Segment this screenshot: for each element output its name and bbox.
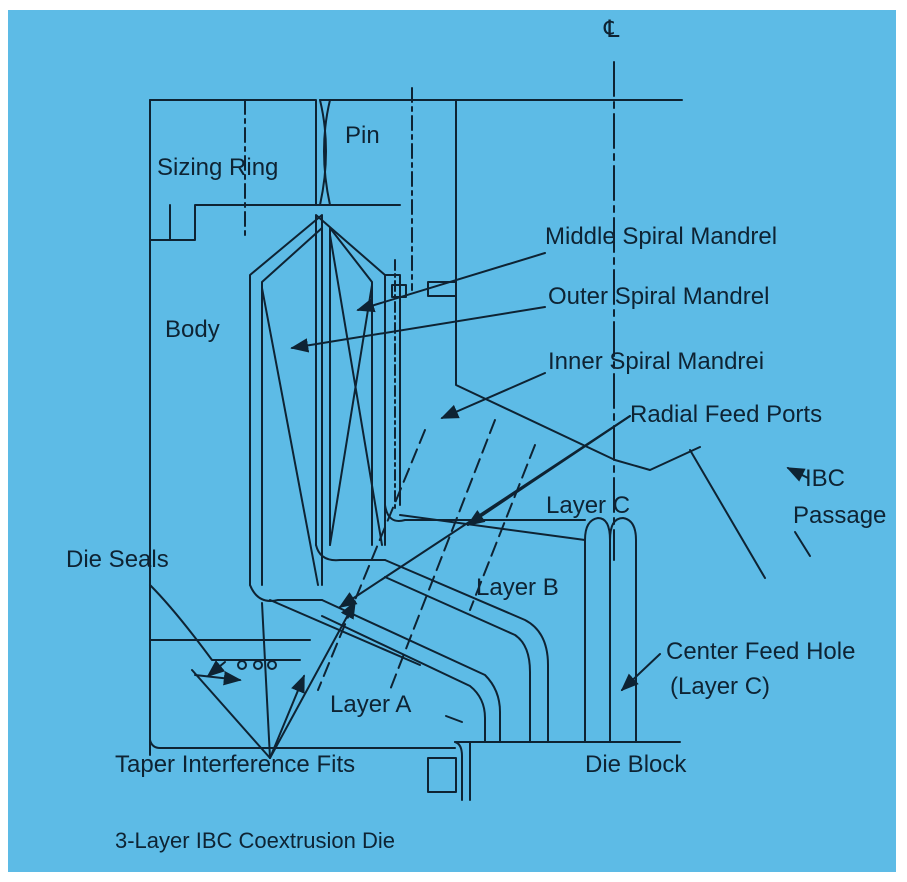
label-center-feed-hole: Center Feed Hole	[666, 638, 856, 665]
die-block-bolt	[427, 757, 457, 793]
pin-outline	[319, 99, 327, 206]
inner-mandrel	[384, 274, 401, 506]
layer-a-channel-inner	[321, 615, 486, 743]
label-outer-spiral-mandrel: Outer Spiral Mandrel	[548, 283, 770, 310]
label-layer-c: Layer C	[546, 492, 631, 519]
leader-ibc-passage	[689, 449, 766, 579]
figure-caption: 3-Layer IBC Coextrusion Die	[115, 828, 396, 853]
centerline-symbol: ℄	[604, 16, 620, 43]
inner-feed-line	[269, 599, 421, 666]
feed-port-dashed	[469, 444, 536, 611]
inner-mandrel-foot	[384, 504, 586, 522]
label-center-feed-hole-sub: (Layer C)	[670, 673, 771, 700]
leader-taper-4	[261, 602, 271, 759]
die-bottom-edge	[149, 739, 456, 749]
label-body: Body	[165, 316, 220, 343]
leader-outer-spiral-mandrel	[290, 306, 546, 353]
die-seal	[237, 660, 247, 670]
leader-center-feed-hole	[620, 653, 661, 692]
spiral-groove	[329, 284, 373, 546]
die-seal	[253, 660, 263, 670]
label-ibc: IBC	[805, 465, 846, 492]
feed-port-dashed	[317, 429, 426, 691]
spiral-groove	[261, 287, 319, 586]
label-taper-interference-fits: Taper Interference Fits	[115, 751, 356, 778]
leader-inner-spiral-mandrel	[440, 372, 546, 419]
label-layer-a: Layer A	[330, 691, 412, 718]
leader-middle-spiral-mandrel	[356, 252, 546, 313]
leader-die-seals-1	[194, 671, 242, 686]
leader-radial-feed-ports-2	[338, 415, 631, 608]
layer-b-channel	[384, 559, 549, 743]
layer-a-channel	[321, 599, 501, 743]
label-sizing-ring: Sizing Ring	[157, 154, 279, 181]
outer-mandrel	[249, 214, 323, 586]
label-pin: Pin	[345, 122, 380, 149]
label-die-seals: Die Seals	[66, 546, 169, 573]
leader-layer-a	[445, 715, 463, 723]
label-radial-feed-ports: Radial Feed Ports	[630, 401, 823, 428]
leader-ibc-tail	[794, 531, 811, 557]
die-block	[454, 741, 463, 801]
feed-port-dashed	[389, 419, 496, 691]
leader-taper-2	[269, 674, 305, 759]
label-passage: Passage	[793, 502, 887, 529]
outer-mandrel-inner	[261, 227, 323, 586]
label-inner-spiral-mandrel: Inner Spiral Mandrei	[548, 348, 765, 375]
die-seal-region	[149, 584, 301, 661]
label-die-block: Die Block	[585, 751, 687, 778]
leader-taper-3	[269, 600, 356, 759]
middle-mandrel-inner	[329, 227, 373, 546]
layer-b-channel-inner	[384, 576, 531, 743]
leader-taper-1	[191, 669, 271, 759]
die-seal	[267, 660, 277, 670]
pin-outline-inner	[323, 99, 331, 206]
diagram-background	[8, 10, 896, 872]
outer-mandrel-foot	[249, 584, 323, 602]
sizing-ring-outline	[149, 99, 317, 241]
leader-ibc-arrow	[786, 467, 809, 482]
label-layer-b: Layer B	[476, 574, 559, 601]
layer-c-channel	[399, 514, 586, 541]
label-middle-spiral-mandrel: Middle Spiral Mandrel	[545, 223, 778, 250]
leader-die-seals-2	[206, 660, 226, 678]
middle-mandrel-foot	[315, 544, 386, 562]
